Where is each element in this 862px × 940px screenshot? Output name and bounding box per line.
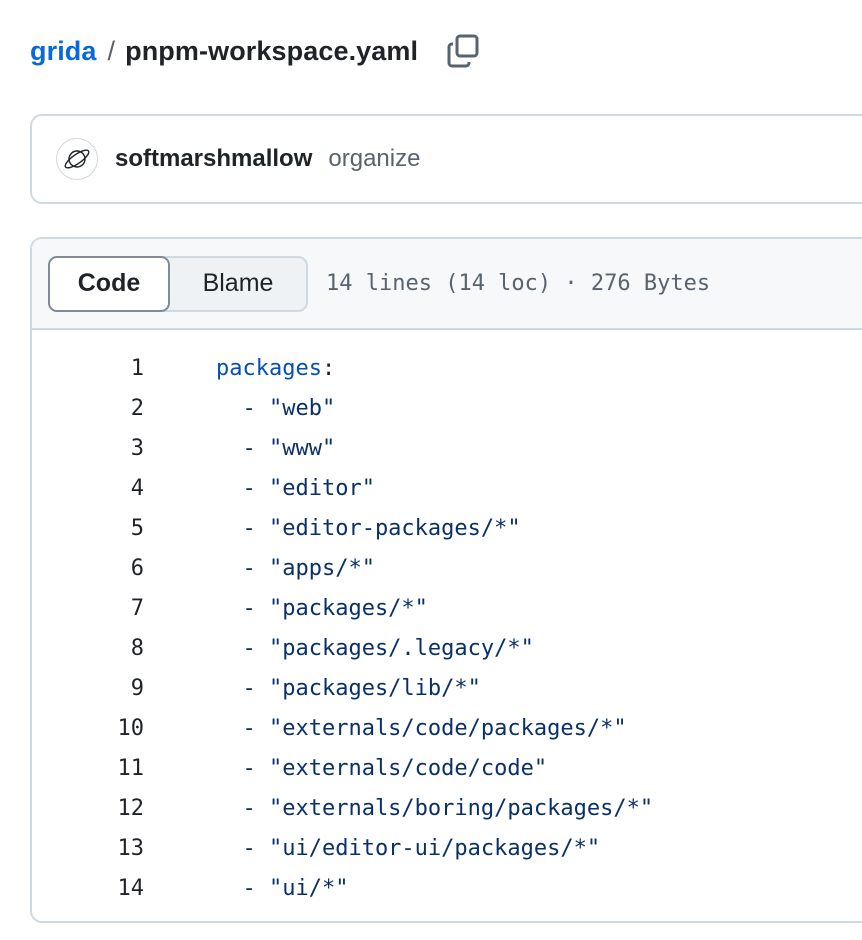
author-avatar[interactable] [56, 138, 98, 180]
line-number[interactable]: 7 [130, 595, 144, 621]
breadcrumb-repo-link[interactable]: grida [30, 35, 97, 66]
code-line: 3 - "www" [32, 428, 862, 468]
code-tab-button[interactable]: Code [48, 255, 170, 312]
line-number[interactable]: 12 [117, 795, 145, 821]
line-text: - "externals/boring/packages/*" [216, 795, 654, 821]
code-line: 5 - "editor-packages/*" [32, 508, 862, 548]
line-number[interactable]: 11 [117, 755, 145, 781]
code-line: 6 - "apps/*" [32, 548, 862, 588]
yaml-colon: : [321, 355, 336, 381]
breadcrumb-separator: / [107, 35, 116, 66]
line-number[interactable]: 5 [130, 515, 144, 541]
latest-commit-box: softmarshmallow organize [30, 114, 862, 204]
line-text: - "ui/*" [216, 875, 349, 901]
code-line: 7 - "packages/*" [32, 588, 862, 628]
line-text: - "editor" [216, 475, 375, 501]
file-viewer: Code Blame 14 lines (14 loc) · 276 Bytes… [30, 237, 862, 923]
code-line: 11 - "externals/code/code" [32, 748, 862, 788]
yaml-key: packages [216, 355, 322, 381]
blame-tab-button[interactable]: Blame [202, 269, 274, 297]
commit-message-link[interactable]: organize [328, 145, 421, 172]
code-line: 4 - "editor" [32, 468, 862, 508]
copy-icon [447, 34, 479, 68]
line-number[interactable]: 13 [117, 835, 145, 861]
line-text: - "packages/*" [216, 595, 428, 621]
line-number[interactable]: 3 [130, 435, 144, 461]
code-line: 14 - "ui/*" [32, 868, 862, 908]
code-line: 13 - "ui/editor-ui/packages/*" [32, 828, 862, 868]
line-number[interactable]: 4 [130, 475, 144, 501]
view-mode-toggle: Code Blame [48, 255, 308, 312]
code-line: 9 - "packages/lib/*" [32, 668, 862, 708]
line-text: - "ui/editor-ui/packages/*" [216, 835, 601, 861]
breadcrumb-file-name: pnpm-workspace.yaml [125, 35, 419, 66]
line-text: - "editor-packages/*" [216, 515, 521, 541]
line-text: - "externals/code/packages/*" [216, 715, 627, 741]
file-line-info: 14 lines (14 loc) · 276 Bytes [326, 271, 711, 296]
code-line: 10 - "externals/code/packages/*" [32, 708, 862, 748]
line-text: - "web" [216, 395, 336, 421]
line-text: - "packages/lib/*" [216, 675, 481, 701]
line-text: - "www" [216, 435, 336, 461]
line-number[interactable]: 6 [130, 555, 144, 581]
code-line: 12 - "externals/boring/packages/*" [32, 788, 862, 828]
code-line: 8 - "packages/.legacy/*" [32, 628, 862, 668]
line-number[interactable]: 9 [130, 675, 144, 701]
line-text: packages: [144, 356, 335, 381]
file-header: Code Blame 14 lines (14 loc) · 276 Bytes [32, 239, 862, 330]
line-text: - "packages/.legacy/*" [216, 635, 534, 661]
line-number[interactable]: 1 [130, 355, 144, 381]
line-number[interactable]: 2 [130, 395, 144, 421]
line-number[interactable]: 10 [117, 715, 145, 741]
planet-avatar-icon [64, 149, 90, 169]
line-number[interactable]: 8 [130, 635, 144, 661]
commit-author-link[interactable]: softmarshmallow [115, 145, 313, 172]
line-text: - "externals/code/code" [216, 755, 548, 781]
code-line: 2 - "web" [32, 388, 862, 428]
copy-path-button[interactable] [444, 32, 482, 70]
breadcrumb: grida / pnpm-workspace.yaml [30, 30, 482, 72]
line-number[interactable]: 14 [117, 875, 145, 901]
line-text: - "apps/*" [216, 555, 375, 581]
